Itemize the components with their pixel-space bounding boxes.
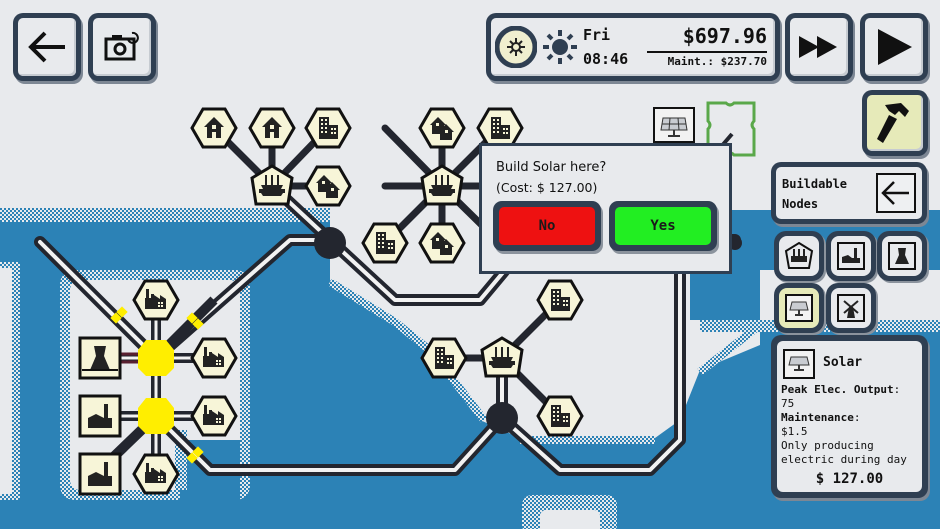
- node-info-panel: Solar Peak Elec. Output: 75 Maintenance:…: [771, 335, 928, 498]
- play-button[interactable]: [860, 13, 928, 81]
- yes-button[interactable]: Yes: [609, 201, 717, 251]
- play-icon: [878, 29, 912, 65]
- maintenance-label: Maint.: $237.70: [667, 55, 767, 68]
- node-solar-button[interactable]: [774, 283, 824, 333]
- node-factory-plant-button[interactable]: [826, 231, 876, 281]
- substation-icon: [784, 241, 814, 269]
- description-line-1: Only producing: [781, 439, 874, 452]
- status-bar: Fri 08:46 $697.96 Maint.: $237.70: [486, 13, 780, 81]
- info-price: $ 127.00: [815, 471, 884, 487]
- time-label: 08:46: [583, 50, 629, 68]
- buildable-nodes-header: Buildable Nodes: [771, 162, 927, 224]
- no-button[interactable]: No: [493, 201, 601, 251]
- arrow-left-icon: [881, 181, 909, 205]
- camera-rotate-icon: [104, 31, 139, 61]
- arrow-left-icon: [28, 31, 65, 63]
- description-line-2: electric during day: [781, 453, 907, 466]
- buildable-back-button[interactable]: [876, 173, 916, 213]
- sun-dial-icon: [495, 26, 537, 68]
- node-substation-button[interactable]: [774, 231, 824, 281]
- peak-output-label: Peak Elec. Output:: [781, 383, 901, 396]
- build-confirm-dialog: Build Solar here? (Cost: $ 127.00) No Ye…: [479, 143, 732, 274]
- hammer-icon: [877, 103, 909, 143]
- node-wind-button[interactable]: [826, 283, 876, 333]
- screenshot-button[interactable]: [88, 13, 156, 81]
- maintenance-label: Maintenance:: [781, 411, 861, 424]
- maintenance-value: $1.5: [781, 425, 808, 438]
- node-nuclear-plant-button[interactable]: [877, 231, 927, 281]
- yes-label: Yes: [615, 207, 711, 245]
- build-cost: (Cost: $ 127.00): [496, 180, 598, 195]
- windmill-icon: [837, 294, 865, 322]
- fast-forward-button[interactable]: [785, 13, 853, 81]
- day-label: Fri: [583, 26, 611, 44]
- money-label: $697.96: [682, 24, 767, 48]
- build-question: Build Solar here?: [496, 160, 607, 175]
- factory-plant-icon: [837, 242, 865, 270]
- solar-panel-icon: [785, 294, 813, 322]
- sun-icon: [543, 30, 577, 64]
- no-label: No: [499, 207, 595, 245]
- cooling-tower-icon: [888, 242, 916, 270]
- fast-forward-icon: [799, 36, 837, 58]
- build-tool-button[interactable]: [862, 90, 928, 156]
- solar-panel-icon: [788, 356, 810, 371]
- info-title: Solar: [823, 355, 863, 370]
- info-icon-box: [783, 349, 815, 379]
- peak-output-value: 75: [781, 397, 795, 410]
- buildable-title-1: Buildable: [782, 177, 848, 191]
- back-button[interactable]: [13, 13, 81, 81]
- buildable-title-2: Nodes: [782, 197, 819, 211]
